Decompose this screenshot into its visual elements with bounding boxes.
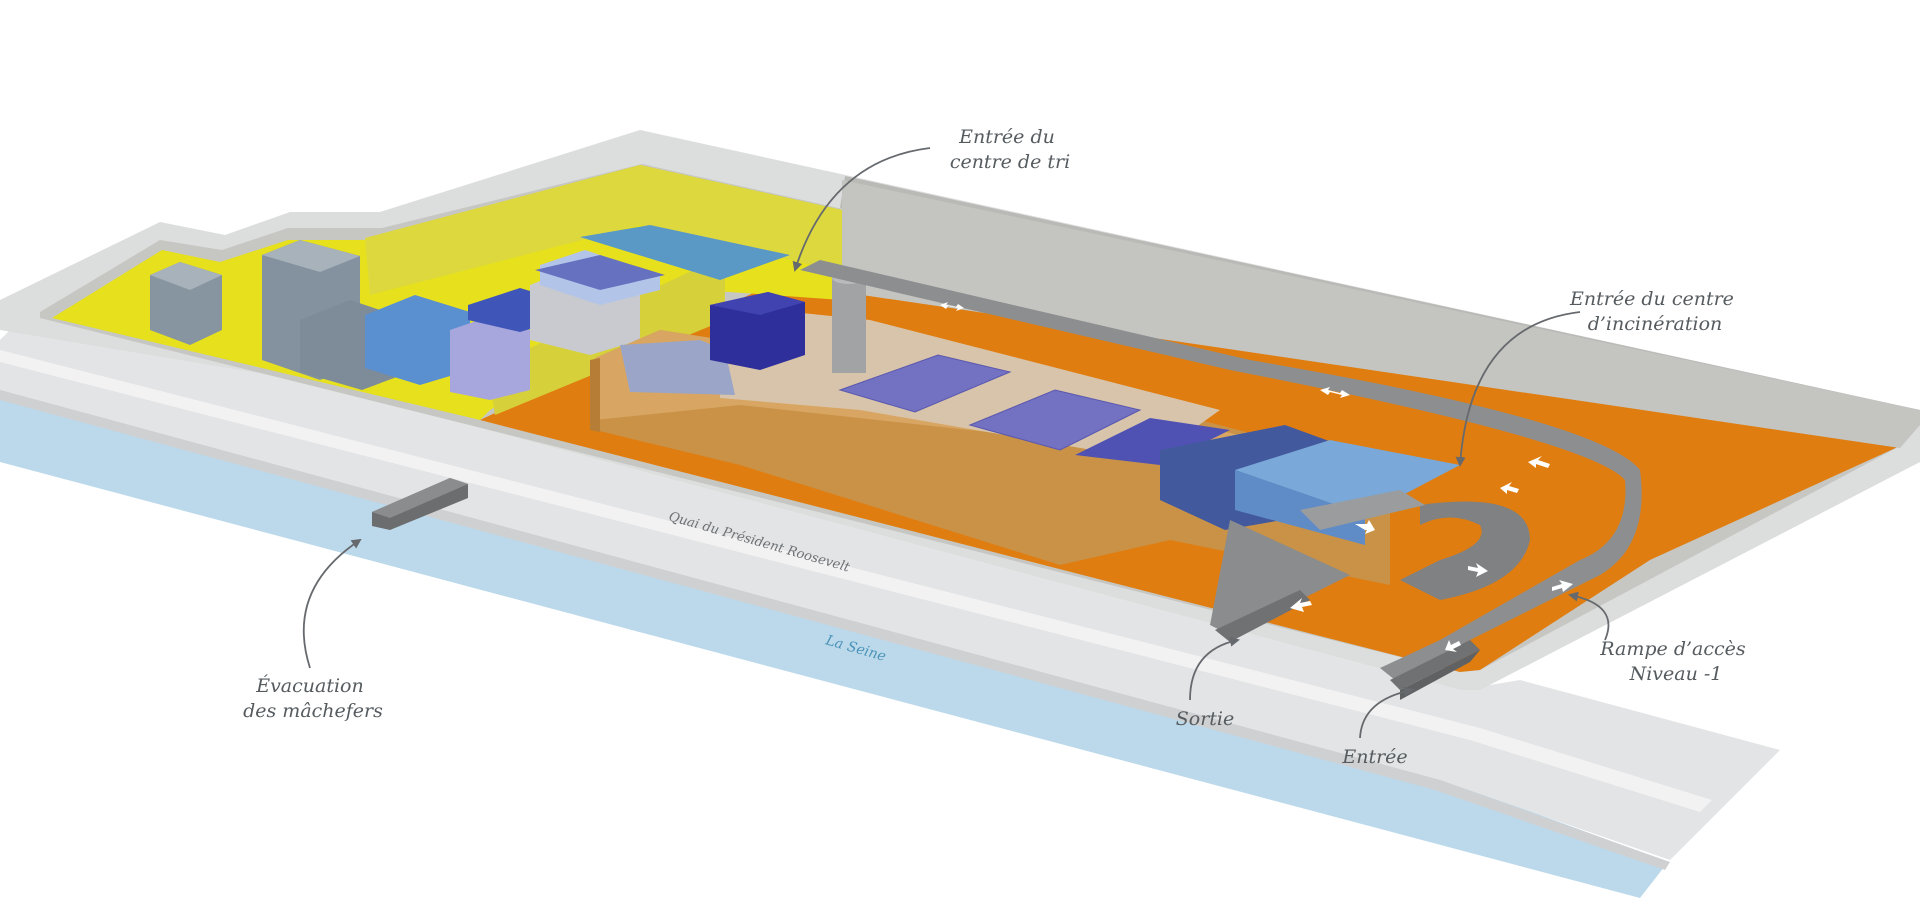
chimney [832, 278, 866, 373]
arrow-icon [1355, 520, 1375, 534]
blue-roof-back [580, 225, 790, 280]
main-building [590, 272, 1460, 585]
storage-blocks [150, 240, 665, 400]
svg-text:Entrée: Entrée [1341, 746, 1407, 768]
arrow-icon [1528, 456, 1550, 468]
slag-evacuation-jetty [372, 478, 468, 530]
arrow-icon [1290, 598, 1312, 612]
callout-sortie: Sortie [1176, 636, 1240, 730]
back-wall-right-face [842, 180, 1920, 448]
arrow-icon [1320, 387, 1350, 398]
callout-evacuation: Évacuation des mâchefers [243, 538, 383, 722]
arrow-icon [1500, 482, 1519, 494]
sidewalk [0, 350, 1712, 812]
svg-text:Sortie: Sortie [1176, 708, 1235, 730]
callout-entree-incineration: Entrée du centre d’incinération [1455, 288, 1740, 467]
access-road [800, 260, 1642, 700]
arrow-icon [940, 302, 964, 311]
svg-text:Rampe d’accès Niveau -1: Rampe d’accès Niveau -1 [1599, 638, 1751, 685]
arrow-icon [1445, 640, 1461, 652]
traffic-arrows [940, 302, 1573, 652]
svg-text:Entrée du centre de tri: Entrée du centre de tri [950, 126, 1070, 173]
callout-rampe: Rampe d’accès Niveau -1 [1568, 591, 1751, 685]
svg-text:Entrée du centre d’incin: Entrée du centre d’incinération [1569, 288, 1740, 335]
arrow-icon [1552, 580, 1573, 592]
callout-entree-tri: Entrée du centre de tri [792, 126, 1070, 272]
yellow-wall-back [365, 165, 842, 295]
arrow-icon [1468, 563, 1488, 577]
callout-entree: Entrée [1341, 686, 1414, 768]
svg-text:Évacuation des mâchefers: Évacuation des mâchefers [243, 674, 383, 722]
